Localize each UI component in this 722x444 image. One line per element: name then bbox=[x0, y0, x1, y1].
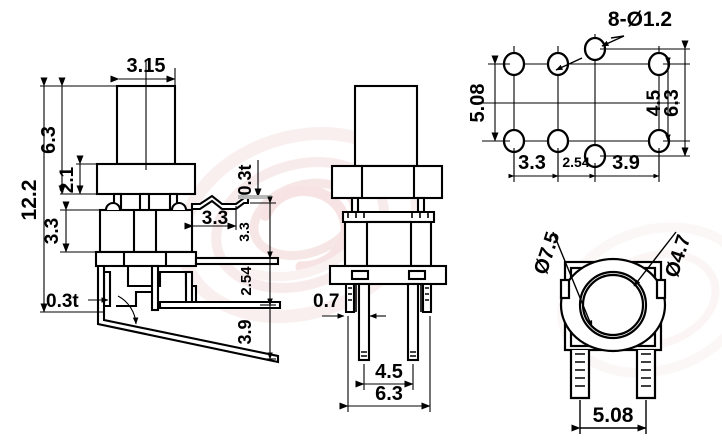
leader-hole-count-a bbox=[601, 35, 625, 47]
front-outer-lead-left bbox=[344, 282, 356, 314]
dim-03t-lead-arc bbox=[117, 295, 139, 325]
dim-label-4-5-front: 4.5 bbox=[375, 361, 403, 383]
top-view-body bbox=[559, 257, 667, 400]
front-flange-lines bbox=[360, 166, 416, 198]
top-leg-ribs bbox=[575, 353, 651, 387]
front-view-body bbox=[328, 84, 448, 362]
switch-body bbox=[98, 208, 194, 254]
bent-lead bbox=[96, 264, 280, 364]
side-view-dimensions bbox=[40, 60, 276, 360]
ext-pcb-chain bbox=[513, 148, 660, 182]
pcb-hole-leaders bbox=[555, 35, 625, 71]
top-leg-left bbox=[569, 350, 591, 400]
dim-label-3-3-right: 3.3 bbox=[236, 222, 252, 242]
dim-label-6-3-pcb: 6.3 bbox=[661, 89, 683, 117]
right-terminal-tab bbox=[190, 194, 250, 211]
leader-dia-4-7 bbox=[633, 231, 677, 287]
dim-label-2-54-pcb: 2.54 bbox=[562, 154, 589, 170]
front-base-slot-left bbox=[350, 269, 370, 281]
front-view: 0.7 4.5 6.3 bbox=[313, 84, 448, 412]
dim-label-3-3-vertical: 3.3 bbox=[42, 218, 63, 244]
leader-dia-7-5 bbox=[552, 231, 593, 328]
body-bump-left bbox=[104, 201, 122, 211]
dim-label-2-54: 2.54 bbox=[238, 266, 255, 296]
dim-label-3-15: 3.15 bbox=[127, 55, 166, 77]
pcb-layout-view: 8-Ø1.2 5.08 4.5 6.3 3.3 2.54 3.9 bbox=[467, 8, 690, 182]
leader-hole-count-c bbox=[555, 57, 583, 71]
dim-label-3-9: 3.9 bbox=[235, 319, 255, 344]
dim-label-3-3-horizontal: 3.3 bbox=[202, 208, 228, 229]
body-bump-right bbox=[170, 201, 188, 211]
thickness-hatch bbox=[238, 195, 272, 199]
top-view-leaders bbox=[552, 231, 677, 434]
dim-label-0-7: 0.7 bbox=[313, 291, 339, 312]
dim-label-3-9-pcb: 3.9 bbox=[612, 152, 640, 174]
pcb-horizontal-dims bbox=[508, 148, 660, 182]
front-base-plate bbox=[328, 264, 448, 286]
pcb-vertical-dims bbox=[488, 40, 690, 157]
dim-label-3-3-pcb: 3.3 bbox=[518, 152, 546, 174]
front-shoulder-ribs bbox=[347, 212, 429, 218]
side-view: 3.15 12.2 6.3 2.1 3.3 3.3 3.3 0.3t 2.54 … bbox=[18, 55, 282, 364]
dim-label-5-08-top: 5.08 bbox=[593, 404, 634, 427]
front-cap-flange bbox=[330, 164, 444, 200]
base-plate bbox=[94, 250, 198, 268]
mid-lead-profile bbox=[116, 266, 198, 308]
front-sidewall-lines bbox=[355, 284, 422, 312]
top-view: Ø7.5 Ø4.7 5.08 bbox=[530, 229, 695, 434]
front-long-lead-tips bbox=[361, 351, 416, 357]
right-flat-lead bbox=[194, 256, 280, 266]
ext-63pcb bbox=[600, 48, 690, 157]
dim-label-4-5-pcb: 4.5 bbox=[644, 89, 665, 116]
front-long-lead-right bbox=[406, 282, 420, 362]
front-view-dimensions bbox=[322, 313, 431, 412]
mid-lead-vert bbox=[150, 264, 160, 312]
dim-label-0-3t-top: 0.3t bbox=[235, 164, 255, 195]
dim-label-12-2: 12.2 bbox=[18, 180, 41, 221]
front-base-slot-right bbox=[407, 269, 427, 281]
dim-label-8-dia-1-2: 8-Ø1.2 bbox=[608, 8, 672, 31]
base-plate-ticks bbox=[122, 252, 168, 266]
pcb-hole-2 bbox=[546, 51, 570, 77]
front-body-center bbox=[365, 220, 413, 268]
front-long-lead-left bbox=[357, 282, 371, 362]
top-tab-left bbox=[559, 278, 571, 300]
dim-label-6-3-front: 6.3 bbox=[375, 383, 403, 405]
top-tab-right bbox=[655, 278, 667, 300]
leader-hole-count-b bbox=[610, 35, 625, 39]
front-post-left bbox=[350, 196, 360, 214]
dim-label-6-3: 6.3 bbox=[38, 126, 60, 154]
front-outer-lead-ticks bbox=[348, 287, 429, 301]
front-plunger-stem bbox=[353, 84, 419, 168]
front-outer-lead-right bbox=[421, 282, 433, 314]
lower-flat-lead bbox=[158, 300, 282, 310]
dim-label-2-1: 2.1 bbox=[57, 166, 78, 193]
dim-label-0-3t-lead: 0.3t bbox=[46, 291, 79, 312]
front-post-right bbox=[416, 196, 426, 214]
top-leg-right bbox=[635, 350, 657, 400]
dim-label-5-08-pcb: 5.08 bbox=[467, 84, 489, 123]
